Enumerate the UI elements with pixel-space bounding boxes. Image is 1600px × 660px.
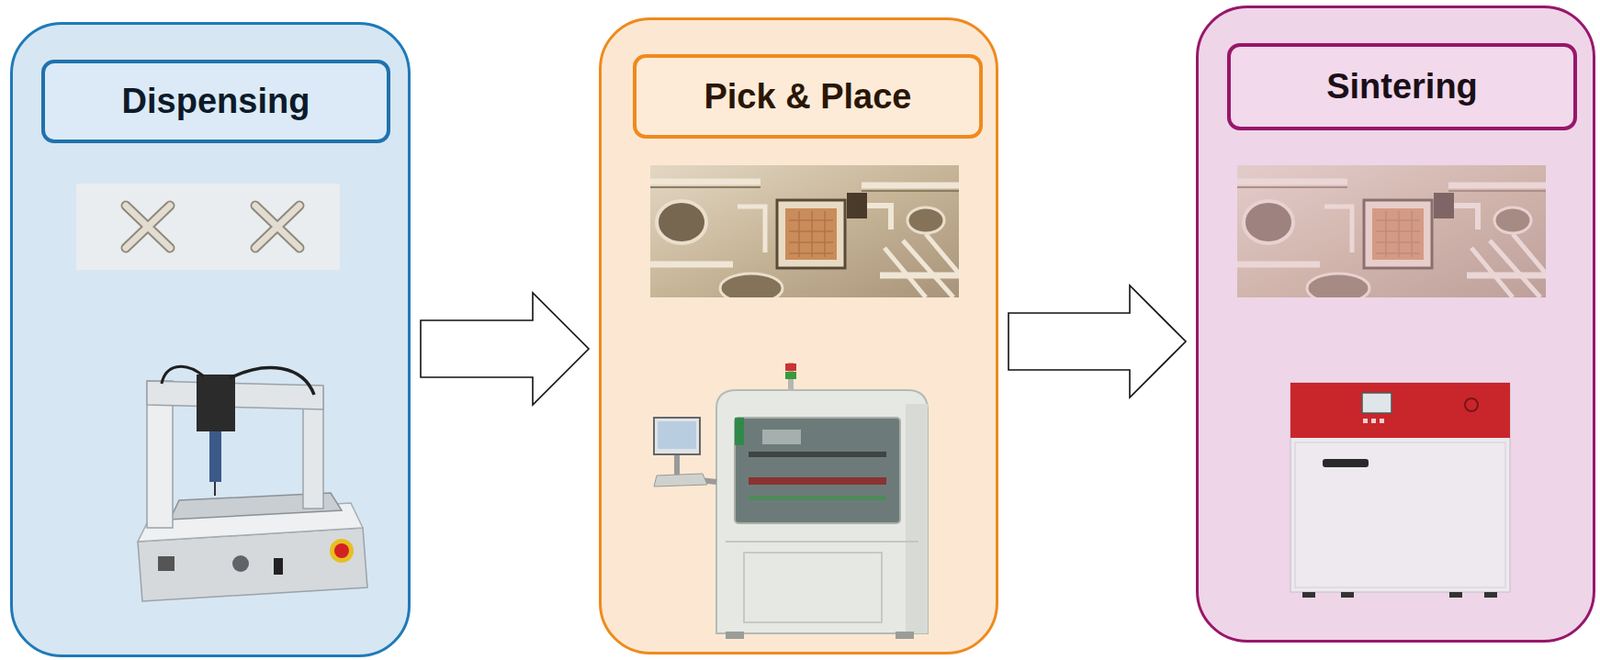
stage-heading: Pick & Place: [632, 54, 983, 139]
process-stage: Sintering: [1195, 5, 1596, 643]
flow-arrow: [1008, 285, 1186, 398]
process-stage: Dispensing: [10, 22, 411, 658]
stage-heading: Sintering: [1227, 43, 1578, 131]
stage-heading: Dispensing: [41, 59, 391, 144]
flow-arrow: [420, 292, 589, 406]
process-stage: Pick & Place: [598, 17, 999, 655]
